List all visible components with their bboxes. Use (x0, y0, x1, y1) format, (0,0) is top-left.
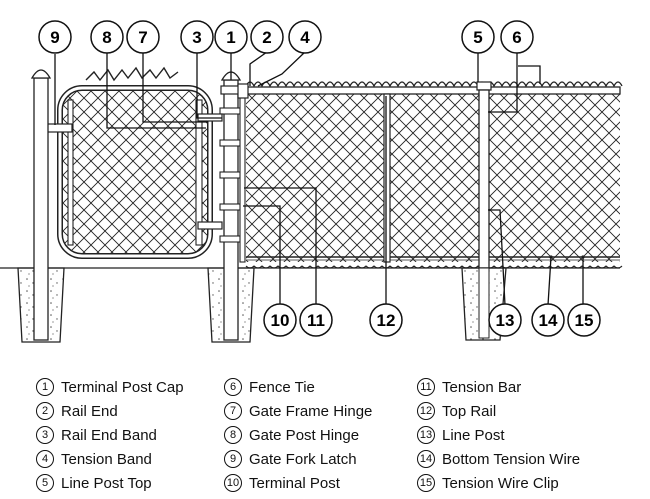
legend-item: 14 Bottom Tension Wire (417, 448, 580, 470)
legend-number: 15 (417, 474, 435, 492)
callout-1: 1 (214, 20, 248, 54)
legend-label: Rail End (61, 402, 118, 420)
legend-number: 14 (417, 450, 435, 468)
legend-label: Gate Frame Hinge (249, 402, 373, 420)
chain-link-mesh (245, 81, 623, 269)
fence-diagram: 9 8 7 3 1 2 4 5 6 10 11 12 13 14 15 (0, 20, 623, 343)
callouts: 9 8 7 3 1 2 4 5 6 10 11 12 13 14 15 (38, 20, 601, 337)
legend-label: Bottom Tension Wire (442, 450, 581, 468)
legend-item: 11 Tension Bar (417, 376, 521, 398)
legend-item: 8 Gate Post Hinge (224, 424, 359, 446)
legend-item: 2 Rail End (36, 400, 118, 422)
svg-text:13: 13 (496, 311, 515, 330)
svg-text:5: 5 (473, 28, 482, 47)
legend-number: 11 (417, 378, 435, 396)
callout-3: 3 (180, 20, 214, 54)
legend-number: 6 (224, 378, 242, 396)
legend-number: 2 (36, 402, 54, 420)
legend-label: Rail End Band (61, 426, 157, 444)
legend-label: Tension Wire Clip (442, 474, 559, 492)
legend-label: Gate Post Hinge (249, 426, 360, 444)
legend-item: 13 Line Post (417, 424, 505, 446)
legend-item: 4 Tension Band (36, 448, 152, 470)
legend-item: 10 Terminal Post (224, 472, 340, 494)
callout-11: 11 (299, 303, 333, 337)
callout-4: 4 (288, 20, 322, 54)
svg-text:4: 4 (300, 28, 310, 47)
legend-label: Fence Tie (249, 378, 315, 396)
svg-text:7: 7 (138, 28, 147, 47)
callout-6: 6 (500, 20, 534, 54)
legend-number: 12 (417, 402, 435, 420)
gate (41, 66, 223, 259)
legend-item: 7 Gate Frame Hinge (224, 400, 372, 422)
gate-post-left (17, 69, 65, 343)
legend-number: 3 (36, 426, 54, 444)
callout-12: 12 (369, 303, 403, 337)
legend-label: Tension Bar (442, 378, 522, 396)
callout-leaders (54, 51, 584, 306)
legend-number: 7 (224, 402, 242, 420)
legend-number: 9 (224, 450, 242, 468)
callout-5: 5 (461, 20, 495, 54)
svg-text:1: 1 (226, 28, 235, 47)
legend-label: Top Rail (442, 402, 497, 420)
legend-item: 3 Rail End Band (36, 424, 157, 446)
legend-label: Terminal Post (249, 474, 340, 492)
callout-14: 14 (531, 303, 565, 337)
legend-item: 5 Line Post Top (36, 472, 152, 494)
svg-text:12: 12 (377, 311, 396, 330)
svg-text:6: 6 (512, 28, 521, 47)
callout-13: 13 (488, 303, 522, 337)
legend-number: 13 (417, 426, 435, 444)
callout-7: 7 (126, 20, 160, 54)
legend-number: 1 (36, 378, 54, 396)
svg-text:11: 11 (307, 311, 325, 330)
svg-text:14: 14 (539, 311, 558, 330)
svg-text:10: 10 (271, 311, 290, 330)
callout-9: 9 (38, 20, 72, 54)
legend-label: Tension Band (61, 450, 152, 468)
legend-label: Line Post (442, 426, 505, 444)
callout-15: 15 (567, 303, 601, 337)
callout-2: 2 (250, 20, 284, 54)
legend-number: 10 (224, 474, 242, 492)
legend-item: 1 Terminal Post Cap (36, 376, 184, 398)
svg-text:2: 2 (262, 28, 271, 47)
callout-8: 8 (90, 20, 124, 54)
legend-label: Terminal Post Cap (61, 378, 184, 396)
legend-label: Gate Fork Latch (249, 450, 357, 468)
legend-number: 4 (36, 450, 54, 468)
legend-item: 15 Tension Wire Clip (417, 472, 559, 494)
svg-text:15: 15 (575, 311, 594, 330)
svg-text:9: 9 (50, 28, 59, 47)
svg-text:8: 8 (102, 28, 111, 47)
terminal-post (207, 71, 255, 343)
top-rail (243, 86, 621, 95)
callout-10: 10 (263, 303, 297, 337)
legend-item: 6 Fence Tie (224, 376, 315, 398)
legend-number: 8 (224, 426, 242, 444)
svg-text:3: 3 (192, 28, 201, 47)
parts-legend: 1 Terminal Post Cap 2 Rail End 3 Rail End B… (0, 366, 650, 499)
legend-label: Line Post Top (61, 474, 152, 492)
legend-item: 9 Gate Fork Latch (224, 448, 357, 470)
legend-number: 5 (36, 474, 54, 492)
legend-item: 12 Top Rail (417, 400, 496, 422)
